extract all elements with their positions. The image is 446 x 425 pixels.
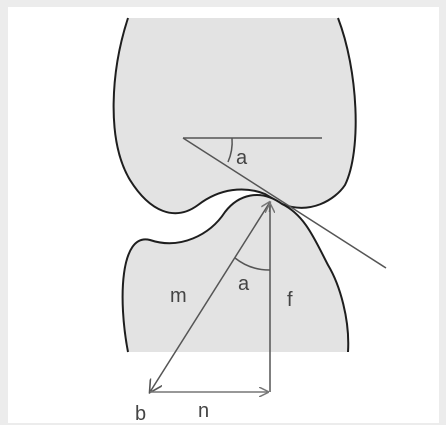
point-b-label: b [135,403,146,425]
vector-m-arrow [149,202,270,393]
upper-angle-arc [227,137,233,163]
vector-f-label: f [287,289,293,311]
lower-body [122,195,349,352]
upper-body-right-outline [281,17,357,209]
upper-body [113,18,356,214]
upper-body-left-outline [112,17,283,215]
lower-body-outline [121,194,350,353]
angle-a-upper-label: a [236,147,248,169]
lower-angle-arc [234,257,271,271]
vector-m-label: m [170,285,187,307]
tangent-line [182,137,387,269]
vector-n-label: n [198,400,209,422]
angle-a-lower-label: a [238,273,250,295]
